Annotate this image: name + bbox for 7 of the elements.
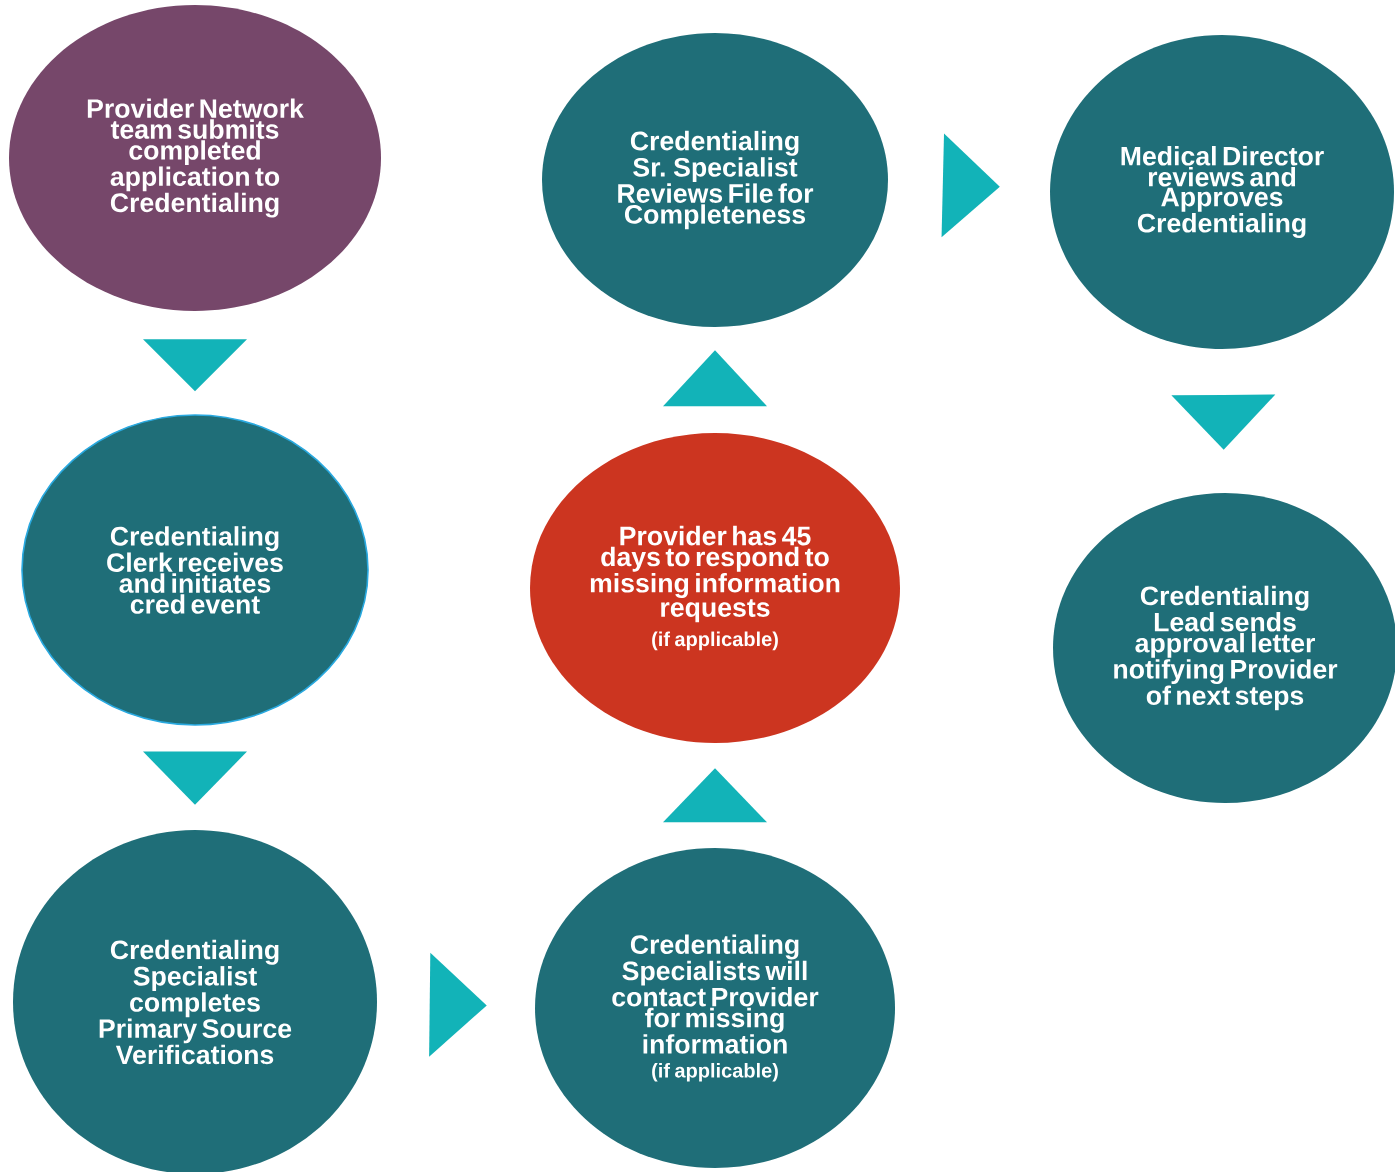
triangle-arrow <box>663 768 767 823</box>
triangle-arrow <box>1171 394 1276 450</box>
triangle-arrow <box>429 952 487 1057</box>
triangle-arrow <box>143 751 247 805</box>
triangle-arrow <box>663 350 767 407</box>
triangle-arrow <box>143 339 247 392</box>
triangle-arrow <box>941 133 1000 238</box>
